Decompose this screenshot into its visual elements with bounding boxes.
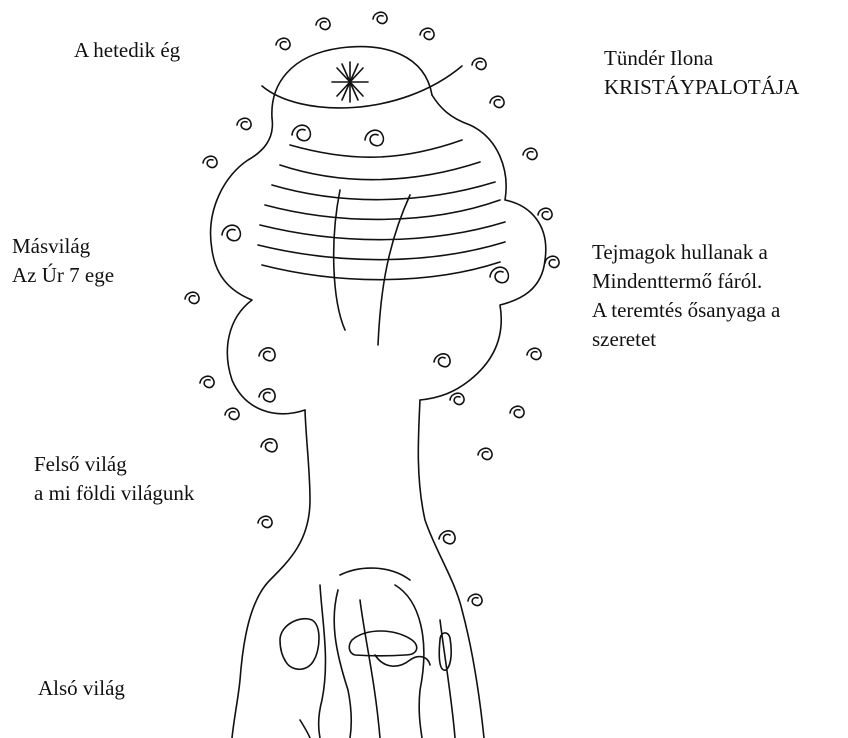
label-fairy-palace-line1: Tündér Ilona: [604, 44, 799, 73]
heaven-band-5: [260, 222, 505, 240]
root-5: [360, 600, 380, 738]
root-3: [340, 568, 410, 580]
label-milk-seeds-line4: szeretet: [592, 325, 780, 354]
heaven-band-3: [272, 182, 495, 200]
label-seventh-heaven-text: A hetedik ég: [74, 36, 180, 65]
inner-trunk-right: [378, 195, 410, 345]
creature-wave: [375, 655, 430, 666]
heaven-band-1: [290, 140, 462, 157]
label-upper-world: Felső világ a mi földi világunk: [34, 450, 194, 508]
heaven-band-2: [280, 162, 480, 180]
crown-arc: [262, 66, 462, 108]
root-1: [319, 585, 326, 738]
root-6: [440, 620, 455, 738]
label-upper-world-line2: a mi földi világunk: [34, 479, 194, 508]
label-otherworld-line2: Az Úr 7 ege: [12, 261, 114, 290]
heaven-band-6: [258, 242, 505, 260]
inner-trunk-left: [334, 190, 345, 330]
heaven-band-7: [262, 262, 500, 280]
creature-fish: [349, 631, 416, 656]
creature-blob-right: [439, 633, 451, 670]
root-4: [395, 585, 424, 738]
label-milk-seeds-line2: Mindenttermő fáról.: [592, 267, 780, 296]
label-upper-world-line1: Felső világ: [34, 450, 194, 479]
creature-blob-left: [280, 619, 319, 670]
label-milk-seeds: Tejmagok hullanak a Mindenttermő fáról. …: [592, 238, 780, 354]
root-2: [334, 590, 351, 738]
root-7: [300, 720, 310, 738]
label-lower-world-text: Alsó világ: [38, 674, 125, 703]
star-icon: [332, 62, 368, 102]
trunk-left: [232, 410, 310, 738]
heaven-band-4: [265, 200, 500, 219]
trunk-right: [418, 400, 484, 738]
label-lower-world: Alsó világ: [38, 674, 125, 703]
label-seventh-heaven: A hetedik ég: [74, 36, 180, 65]
label-fairy-palace: Tündér Ilona KRISTÁYPALOTÁJA: [604, 44, 799, 102]
label-milk-seeds-line1: Tejmagok hullanak a: [592, 238, 780, 267]
label-otherworld: Másvilág Az Úr 7 ege: [12, 232, 114, 290]
label-otherworld-line1: Másvilág: [12, 232, 114, 261]
label-fairy-palace-line2: KRISTÁYPALOTÁJA: [604, 73, 799, 102]
label-milk-seeds-line3: A teremtés ősanyaga a: [592, 296, 780, 325]
spiral-seeds: [185, 12, 559, 605]
canopy-outline-left: [211, 118, 305, 414]
